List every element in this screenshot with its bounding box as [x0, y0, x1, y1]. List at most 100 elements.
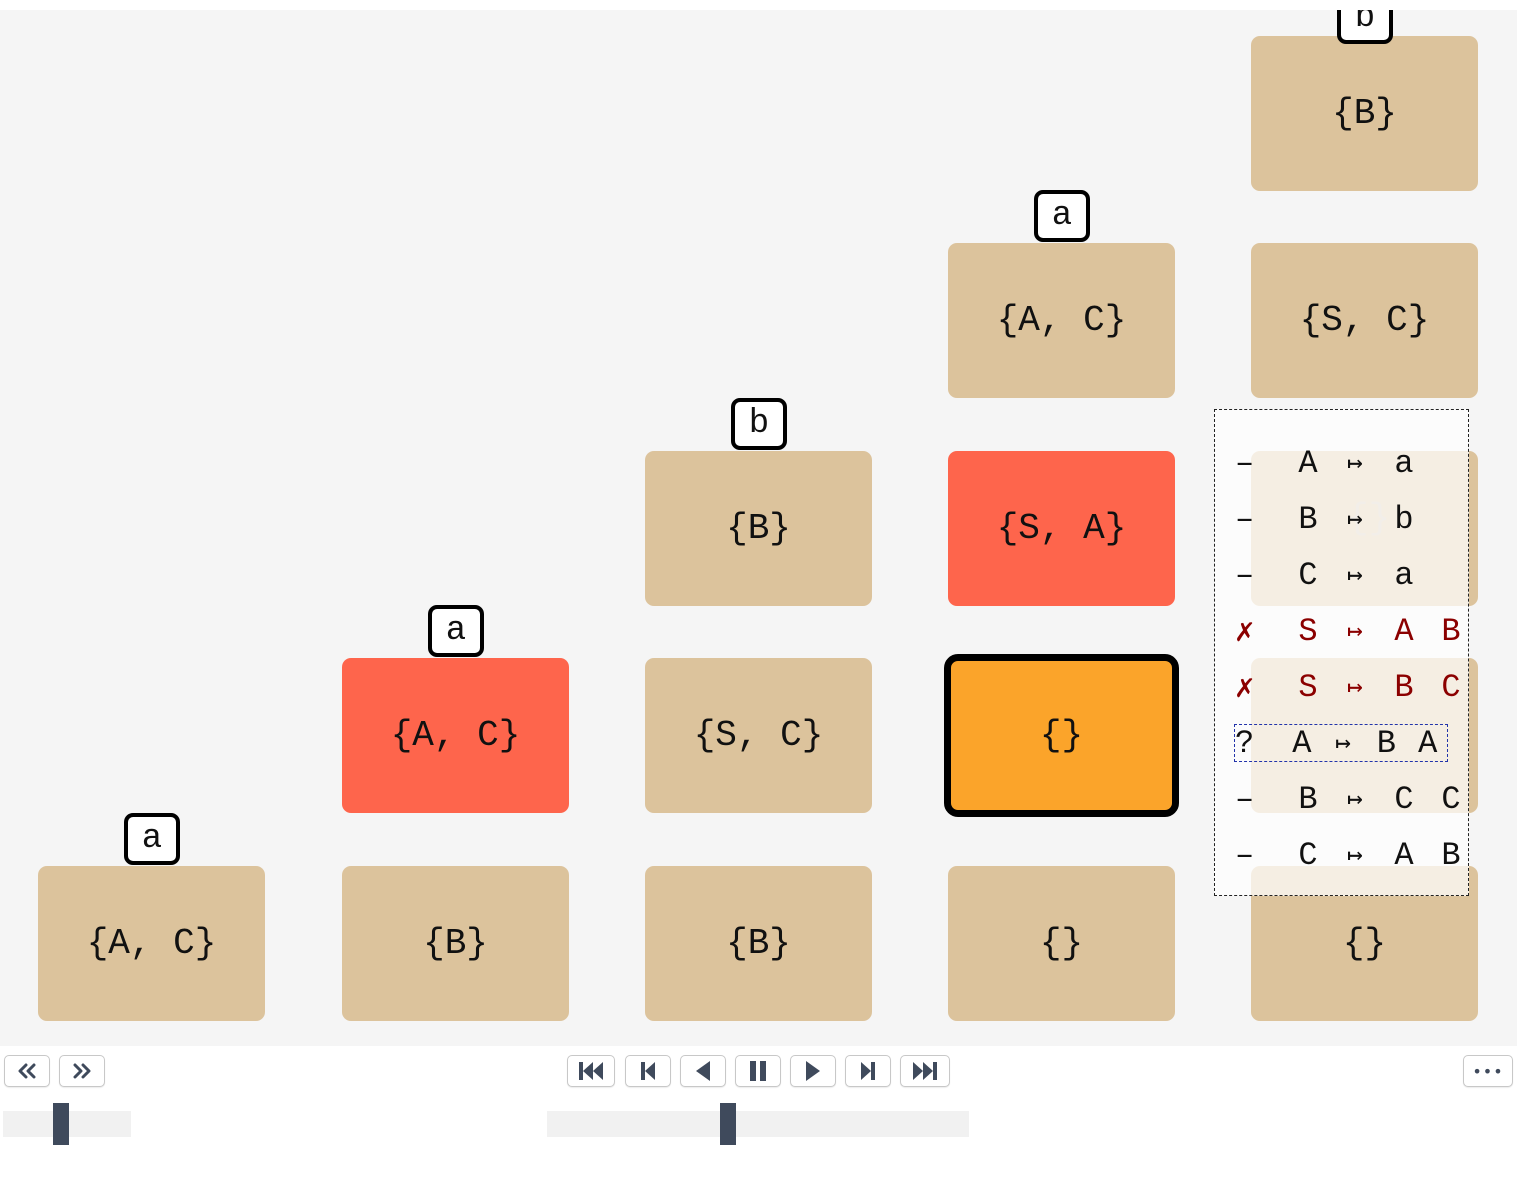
back-button[interactable]	[680, 1055, 726, 1087]
rule-rhs-1: B	[1394, 668, 1414, 706]
cell-row1-col4: {S, C}	[1251, 243, 1478, 398]
token-label: a	[445, 612, 467, 650]
cell-label: {}	[1342, 923, 1387, 964]
rule-rhs-1: a	[1394, 556, 1414, 594]
rule-0: – A ↦ a	[1235, 444, 1473, 482]
maps-to-arrow: ↦	[1347, 840, 1363, 871]
last-button[interactable]	[900, 1055, 950, 1087]
speed-slider-handle[interactable]	[52, 1103, 69, 1145]
cell-row3-col2: {S, C}	[645, 658, 872, 813]
rule-rhs-1: C	[1394, 780, 1414, 818]
progress-slider[interactable]	[547, 1111, 969, 1137]
faster-button[interactable]	[59, 1055, 105, 1087]
rule-rhs-1: b	[1394, 500, 1414, 538]
token-b-top: b	[1337, 10, 1393, 44]
cell-label: {A, C}	[390, 715, 521, 756]
skip-to-start-icon	[579, 1062, 603, 1080]
rule-rhs-1: A	[1394, 612, 1414, 650]
rule-rhs-2: A	[1418, 724, 1438, 762]
maps-to-arrow: ↦	[1347, 448, 1363, 479]
cell-label: {A, C}	[86, 923, 217, 964]
prev-step-button[interactable]	[625, 1055, 671, 1087]
rule-status-mark: –	[1235, 556, 1255, 594]
maps-to-arrow: ↦	[1347, 672, 1363, 703]
cell-label: {B}	[726, 923, 791, 964]
rule-lhs: B	[1298, 500, 1318, 538]
rule-lhs: C	[1298, 556, 1318, 594]
cell-row2-col3-failed: {S, A}	[948, 451, 1175, 606]
rule-rhs-2: B	[1441, 612, 1461, 650]
token-a-col0: a	[124, 813, 180, 865]
step-forward-icon	[861, 1062, 875, 1080]
maps-to-arrow: ↦	[1347, 504, 1363, 535]
rule-rhs-1: A	[1394, 836, 1414, 874]
cell-label: {B}	[1332, 93, 1397, 134]
rule-rhs-2: B	[1441, 836, 1461, 874]
reverse-icon	[696, 1061, 710, 1081]
maps-to-arrow: ↦	[1347, 616, 1363, 647]
rule-lhs: S	[1298, 612, 1318, 650]
cell-label: {A, C}	[996, 300, 1127, 341]
rule-lhs: C	[1298, 836, 1318, 874]
cell-row1-col3: {A, C}	[948, 243, 1175, 398]
token-label: b	[1354, 10, 1376, 37]
cell-label: {B}	[423, 923, 488, 964]
cell-label: {B}	[726, 508, 791, 549]
token-a-col1: a	[428, 605, 484, 657]
maps-to-arrow: ↦	[1347, 784, 1363, 815]
rule-lhs: A	[1298, 444, 1318, 482]
rule-rhs-2: C	[1441, 668, 1461, 706]
cell-label: {}	[1039, 923, 1084, 964]
token-label: a	[1051, 197, 1073, 235]
rule-rhs-1: B	[1376, 724, 1396, 762]
cell-row2-col2: {B}	[645, 451, 872, 606]
cell-row4-col2: {B}	[645, 866, 872, 1021]
token-label: b	[748, 405, 770, 443]
maps-to-arrow: ↦	[1347, 560, 1363, 591]
rule-status-mark: –	[1235, 500, 1255, 538]
cell-label: {S, A}	[996, 508, 1127, 549]
rule-2: – C ↦ a	[1235, 556, 1473, 594]
cell-label: {S, C}	[693, 715, 824, 756]
pause-icon	[750, 1061, 766, 1081]
double-chevron-right-icon	[73, 1063, 91, 1079]
rule-status-mark: –	[1235, 780, 1255, 818]
cell-row3-col3-current: {}	[944, 654, 1179, 817]
cell-row3-col1-failed: {A, C}	[342, 658, 569, 813]
double-chevron-left-icon	[18, 1063, 36, 1079]
play-button[interactable]	[790, 1055, 836, 1087]
first-button[interactable]	[567, 1055, 615, 1087]
slower-button[interactable]	[4, 1055, 50, 1087]
rule-status-mark: –	[1235, 836, 1255, 874]
rule-1: – B ↦ b	[1235, 500, 1473, 538]
cell-row4-col0: {A, C}	[38, 866, 265, 1021]
rule-status-mark: ?	[1235, 724, 1255, 762]
cell-label: {S, C}	[1299, 300, 1430, 341]
rule-lhs: S	[1298, 668, 1318, 706]
more-dots-icon: •••	[1472, 1061, 1504, 1081]
rule-lhs: A	[1292, 724, 1312, 762]
next-step-button[interactable]	[845, 1055, 891, 1087]
rule-status-mark: ✗	[1235, 670, 1255, 707]
cell-row0-col4: {B}	[1251, 36, 1478, 191]
skip-to-end-icon	[913, 1062, 937, 1080]
rule-status-mark: ✗	[1235, 614, 1255, 651]
more-options-button[interactable]: •••	[1463, 1055, 1513, 1087]
rule-lhs: B	[1298, 780, 1318, 818]
rule-status-mark: –	[1235, 444, 1255, 482]
rule-rhs-2: C	[1441, 780, 1461, 818]
step-back-icon	[641, 1062, 655, 1080]
token-label: a	[141, 820, 163, 858]
cell-row4-col1: {B}	[342, 866, 569, 1021]
cell-label: {}	[1039, 715, 1084, 756]
rule-rhs-1: a	[1394, 444, 1414, 482]
pause-button[interactable]	[735, 1055, 781, 1087]
token-b-col2: b	[731, 398, 787, 450]
progress-slider-handle[interactable]	[720, 1103, 737, 1145]
